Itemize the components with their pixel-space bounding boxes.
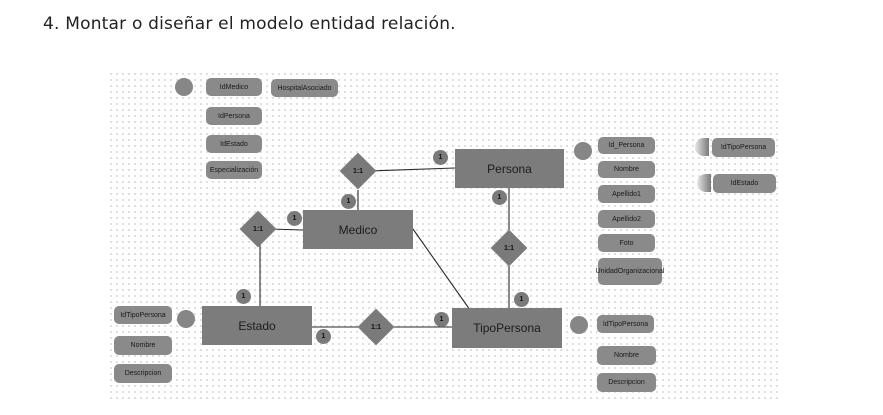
entity-medico[interactable]: Medico (303, 210, 413, 249)
cardinality-badge: 1 (492, 190, 507, 205)
attribute-persona-unidad[interactable]: UnidadOrganizacional (596, 258, 664, 285)
primary-key-icon (175, 78, 193, 96)
attribute-estado-descripcion[interactable]: Descripcion (114, 364, 172, 383)
diagram-canvas (108, 71, 778, 401)
attribute-medico-idpersona[interactable]: IdPersona (206, 107, 262, 125)
attribute-persona-idtipopersona[interactable]: IdTipoPersona (712, 138, 775, 157)
primary-key-icon (574, 142, 592, 160)
foreign-key-icon (697, 174, 711, 192)
attribute-persona-id[interactable]: Id_Persona (598, 137, 655, 154)
primary-key-icon (570, 316, 588, 334)
foreign-key-icon (695, 138, 709, 156)
attribute-medico-idmedico[interactable]: IdMedico (206, 78, 262, 96)
attribute-persona-idestado[interactable]: IdEstado (713, 174, 776, 193)
entity-persona[interactable]: Persona (455, 149, 564, 188)
entity-estado[interactable]: Estado (202, 306, 312, 345)
cardinality-badge: 1 (316, 329, 331, 344)
relationship-label: 1:1 (503, 244, 515, 252)
cardinality-badge: 1 (433, 150, 448, 165)
cardinality-badge: 1 (236, 289, 251, 304)
cardinality-badge: 1 (514, 292, 529, 307)
attribute-tipo-nombre[interactable]: Nombre (597, 346, 656, 365)
relationship-label: 1:1 (252, 225, 264, 233)
page-title: 4. Montar o diseñar el modelo entidad re… (43, 14, 456, 34)
entity-tipo-persona[interactable]: TipoPersona (452, 308, 562, 348)
cardinality-badge: 1 (341, 194, 356, 209)
cardinality-badge: 1 (287, 211, 302, 226)
attribute-medico-idestado[interactable]: IdEstado (206, 135, 262, 153)
attribute-tipo-idtipopersona[interactable]: IdTipoPersona (597, 315, 654, 333)
attribute-persona-foto[interactable]: Foto (598, 234, 655, 252)
relationship-label: 1:1 (370, 323, 382, 331)
relationship-label: 1:1 (352, 167, 364, 175)
cardinality-badge: 1 (434, 312, 449, 327)
attribute-persona-apellido1[interactable]: Apellido1 (598, 185, 655, 203)
attribute-persona-nombre[interactable]: Nombre (598, 161, 655, 178)
attribute-medico-hospital[interactable]: HospitalAsociado (271, 79, 338, 97)
primary-key-icon (177, 310, 195, 328)
attribute-estado-nombre[interactable]: Nombre (114, 336, 172, 355)
attribute-medico-especializacion[interactable]: Especialización (206, 161, 262, 179)
attribute-persona-apellido2[interactable]: Apellido2 (598, 210, 655, 228)
attribute-tipo-descripcion[interactable]: Descripcion (597, 373, 656, 392)
attribute-estado-idtipopersona[interactable]: IdTipoPersona (114, 306, 172, 324)
